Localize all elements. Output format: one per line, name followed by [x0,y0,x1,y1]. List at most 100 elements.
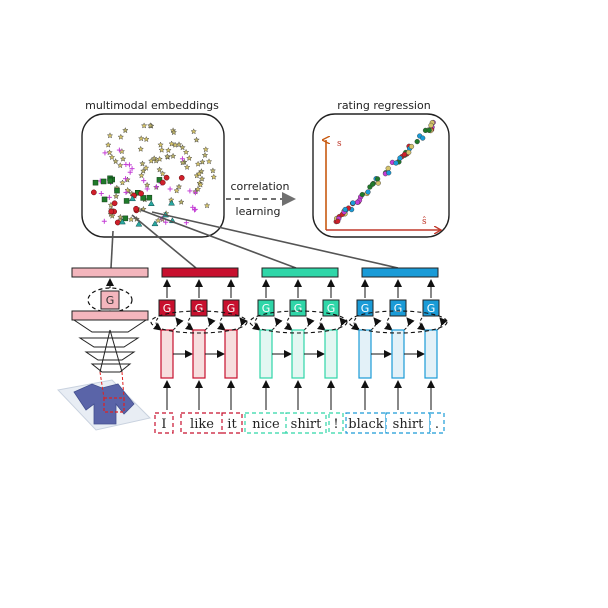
embedding-point [100,178,107,185]
word-token: black [348,417,384,432]
embedding-point [106,132,114,139]
lstm-cell [424,329,438,379]
lstm-cell [259,329,273,379]
word-token: I [161,417,166,432]
embedding-point [179,159,186,166]
embedding-point [158,146,165,153]
embedding-point [106,149,113,156]
regression-point [406,149,412,156]
regression-point [365,189,371,195]
group-output-bar [261,267,339,278]
embedding-point [147,122,154,129]
embedding-point [194,185,202,192]
gate-letter: G [361,302,370,315]
regression-point [370,181,376,187]
embedding-point [192,206,198,212]
embedding-point [178,175,185,181]
gate-loop [249,310,348,334]
gate-letter: G [294,302,303,315]
embedding-point [169,152,177,159]
embedding-point [123,198,130,204]
gate-letter: G [427,302,436,315]
image-output-bar [71,267,149,278]
image-branch: G [57,267,151,431]
regression-point [386,170,392,176]
regression-point [397,155,403,161]
embedding-point [116,147,122,153]
word-token: . [435,417,439,432]
gate-letter: G [195,302,204,315]
embedding-point [198,175,206,182]
embedding-point [192,190,198,196]
embedding-point [190,128,197,135]
word-box [385,412,431,434]
embedding-point [140,122,148,129]
embedding-point [138,172,145,179]
gate-box [389,299,407,317]
embedding-point [209,167,216,174]
embedding-point [157,141,164,148]
embedding-point [205,158,213,165]
gate-box [322,299,340,317]
axis-y-label: s [337,139,342,149]
lstm-cell [160,329,174,379]
embedding-point [203,202,211,209]
embedding-point [106,194,112,200]
image-gate-loop [87,287,133,313]
lstm-cell [324,329,338,379]
embedding-point [153,184,159,190]
embedding-point [127,216,135,223]
embedding-point [102,150,108,156]
regression-point [401,151,408,158]
embedding-point [186,154,193,161]
embedding-point [191,207,197,213]
regression-point [342,206,348,213]
regression-point [354,199,361,205]
embedding-point [92,179,99,186]
word-token: shirt [291,417,322,432]
embedding-point [129,195,136,202]
word-box [285,412,327,434]
embedding-point [175,183,183,190]
embedding-point [119,155,127,162]
gate-box [356,299,374,317]
embedding-point [159,170,166,177]
embedding-point [123,176,129,182]
regression-scatter [333,119,436,225]
connector-group-1 [131,214,197,269]
gate-box [158,299,176,317]
embedding-point [163,219,169,225]
gate-loop [150,310,248,334]
connector-group-3 [151,211,399,269]
regression-point [420,135,426,141]
embedding-point [159,179,166,186]
embedding-point [197,181,204,188]
correlation-label-2: learning [236,205,281,218]
image-gate [100,290,120,310]
embedding-panel [81,113,225,238]
connector-image [110,230,114,269]
embedding-point [135,220,143,227]
embedding-point [182,148,190,155]
embedding-point [129,166,135,172]
embedding-point [98,191,104,197]
embedding-point [156,155,163,162]
embedding-point [156,166,163,173]
axis-x-label: ŝ [422,216,427,227]
embedding-point [101,196,108,203]
embedding-point [114,187,120,194]
word-token: it [227,417,237,432]
regression-point [375,176,381,182]
regression-point [375,180,381,186]
embedding-point [108,153,116,161]
gate-letter: G [163,302,172,315]
cnn-layer-4 [90,363,132,373]
embedding-point [122,127,129,134]
embedding-point [199,158,206,165]
embedding-point [112,158,119,165]
embedding-point [183,220,189,226]
word-token: shirt [393,417,424,432]
embedding-point [137,145,144,152]
embedding-point [117,133,125,140]
